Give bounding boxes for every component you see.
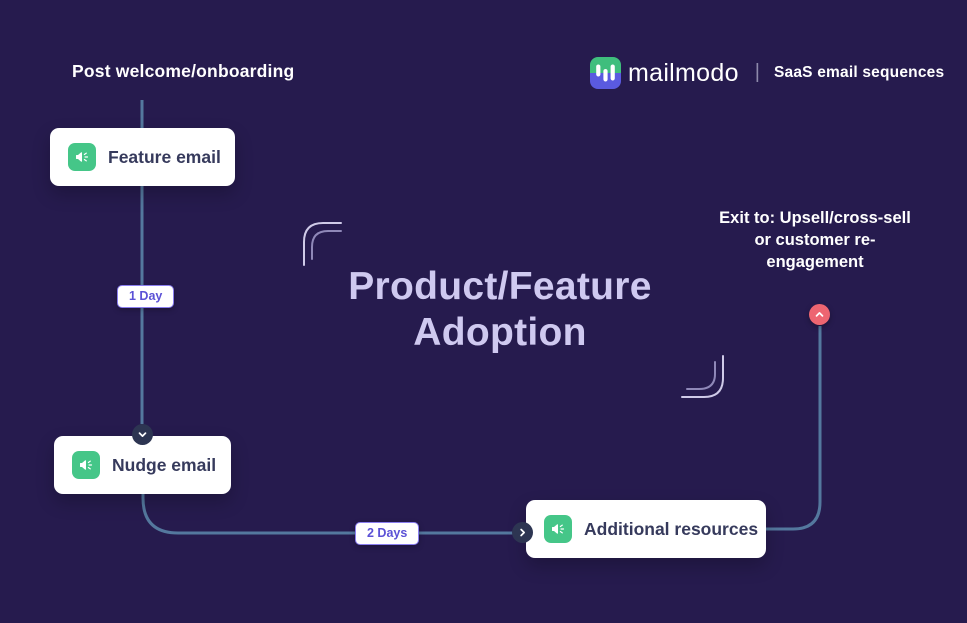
- wire-additional-to-exit: [766, 326, 822, 531]
- node-label: Nudge email: [112, 454, 217, 475]
- node-nudge-email[interactable]: Nudge email: [54, 436, 231, 494]
- delay-badge-2-days[interactable]: 2 Days: [355, 522, 420, 545]
- brand-lockup: mailmodo | SaaS email sequences: [590, 57, 944, 89]
- chevron-up-icon[interactable]: [809, 304, 830, 325]
- delay-badge-1-day[interactable]: 1 Day: [117, 285, 175, 308]
- exit-note: Exit to: Upsell/cross-sell or customer r…: [709, 207, 921, 273]
- decor-corner-bottom-right: [681, 355, 724, 398]
- decor-corner-top-left: [303, 222, 342, 266]
- brand-wordmark: mailmodo: [628, 58, 739, 87]
- node-label: Additional resources: [584, 518, 759, 539]
- megaphone-icon: [544, 515, 572, 543]
- page-title-line1: Product/Feature: [348, 265, 652, 308]
- megaphone-icon: [68, 143, 96, 171]
- exit-note-line1: Exit to: Upsell/cross-sell: [719, 209, 911, 227]
- node-additional-resources[interactable]: Additional resources: [526, 500, 766, 558]
- flow-entry-label: Post welcome/onboarding: [72, 61, 295, 81]
- chevron-down-icon: [132, 424, 153, 445]
- page-title: Product/Feature Adoption: [250, 264, 750, 356]
- node-feature-email[interactable]: Feature email: [50, 128, 235, 186]
- exit-note-line3: engagement: [766, 253, 864, 271]
- mailmodo-logo-icon: [590, 57, 621, 89]
- node-label: Feature email: [108, 146, 221, 167]
- wire-nudge-to-additional: [141, 494, 513, 535]
- megaphone-icon: [72, 451, 100, 479]
- brand-divider: |: [754, 60, 760, 83]
- exit-note-line2: or customer re-: [754, 231, 876, 249]
- chevron-right-icon: [512, 522, 533, 543]
- brand-tagline: SaaS email sequences: [773, 64, 945, 81]
- page-title-line2: Adoption: [413, 311, 587, 354]
